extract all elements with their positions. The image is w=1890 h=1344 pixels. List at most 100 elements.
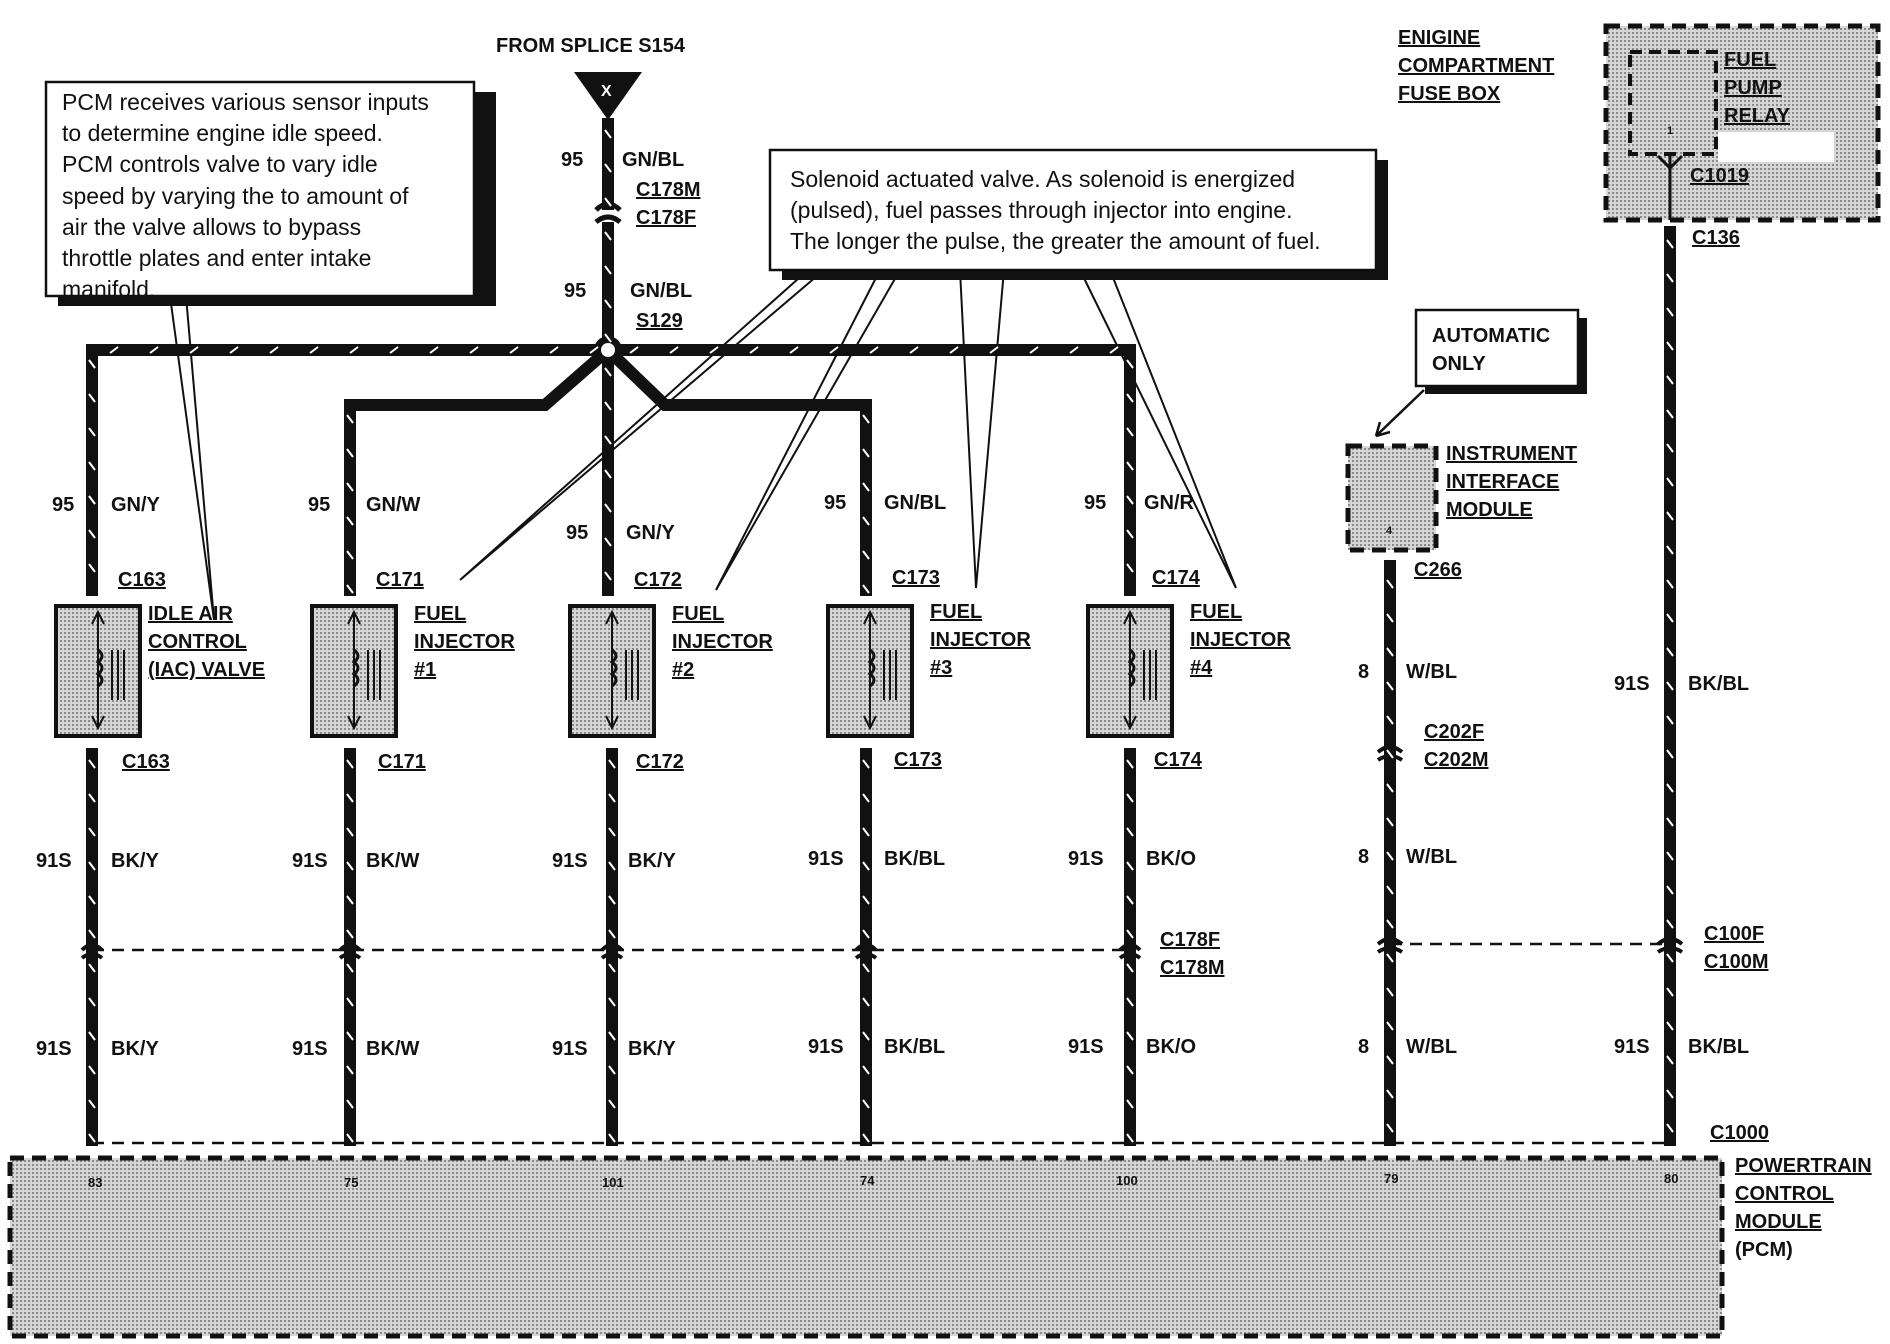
pcm-pin-79: 79 (1384, 1171, 1398, 1186)
iac-name: IDLE AIR CONTROL (IAC) VALVE (148, 603, 265, 681)
splice-s154-terminal (574, 72, 642, 120)
wire-stripes (88, 129, 1674, 1143)
svg-text:ENIGINE: ENIGINE (1398, 27, 1480, 49)
inj4-low-circuit: 91S (1068, 1036, 1104, 1058)
instrument-interface-module-box (1345, 443, 1439, 553)
pcm-pin-100: 100 (1116, 1173, 1138, 1188)
inj2-low-circuit: 91S (552, 1038, 588, 1060)
svg-text:MODULE: MODULE (1446, 499, 1533, 521)
iac-bottom-color: BK/Y (111, 850, 159, 872)
iac-low-color: BK/Y (111, 1038, 159, 1060)
svg-text:#4: #4 (1190, 657, 1213, 679)
c100m-label: C100M (1704, 951, 1768, 973)
inj2-connector-bottom: C172 (636, 751, 684, 773)
inj3-low-circuit: 91S (808, 1036, 844, 1058)
svg-text:speed by varying the to amount: speed by varying the to amount of (62, 183, 409, 209)
inj2-bottom-color: BK/Y (628, 850, 676, 872)
splice-circuit: 95 (564, 280, 586, 302)
svg-text:INJECTOR: INJECTOR (672, 631, 773, 653)
fuel-pump-relay-pin: 1 (1667, 125, 1673, 137)
inj2-low-color: BK/Y (628, 1038, 676, 1060)
svg-text:#3: #3 (930, 657, 952, 679)
c100f-label: C100F (1704, 923, 1764, 945)
iac-top-circuit: 95 (52, 494, 74, 516)
c202f-label: C202F (1424, 721, 1484, 743)
iac-bottom-circuit: 91S (36, 850, 72, 872)
svg-text:CONTROL: CONTROL (148, 631, 247, 653)
pcm-box (7, 1155, 1725, 1339)
pcm-pin-101: 101 (602, 1175, 624, 1190)
inj2-top-circuit: 95 (566, 522, 588, 544)
svg-text:PCM receives various sensor in: PCM receives various sensor inputs (62, 89, 429, 115)
svg-text:The longer the pulse, the grea: The longer the pulse, the greater the am… (790, 228, 1321, 254)
injector3-feed-wire (603, 345, 872, 596)
inj3-bottom-color: BK/BL (884, 848, 945, 870)
svg-text:FUEL: FUEL (672, 603, 724, 625)
inj3-name: FUEL INJECTOR #3 (930, 601, 1031, 679)
automatic-only-box (1414, 308, 1580, 388)
svg-text:(pulsed), fuel passes through: (pulsed), fuel passes through injector i… (790, 197, 1292, 223)
fpr-color: BK/BL (1688, 673, 1749, 695)
svg-text:INTERFACE: INTERFACE (1446, 471, 1559, 493)
fpr-low-color: BK/BL (1688, 1036, 1749, 1058)
inj1-low-circuit: 91S (292, 1038, 328, 1060)
svg-text:to determine engine idle speed: to determine engine idle speed. (62, 120, 383, 146)
fuse-box-outline (1603, 23, 1881, 223)
inj3-low-color: BK/BL (884, 1036, 945, 1058)
pcm-connector-label: C1000 (1710, 1122, 1769, 1144)
c178-inline-marks (80, 943, 1142, 960)
svg-text:INSTRUMENT: INSTRUMENT (1446, 443, 1577, 465)
s129-label: S129 (636, 310, 683, 332)
pcm-pin-74: 74 (860, 1173, 875, 1188)
pcm-pin-83: 83 (88, 1175, 102, 1190)
c202m-label: C202M (1424, 749, 1488, 771)
injector1-feed-wire (344, 345, 612, 596)
svg-text:Solenoid actuated valve. As so: Solenoid actuated valve. As solenoid is … (790, 166, 1295, 192)
c178-connector-mark (594, 201, 622, 225)
c266-label: C266 (1414, 559, 1462, 581)
fuel-injector-3 (826, 604, 914, 738)
iac-connector-bottom: C163 (122, 751, 170, 773)
solenoid-note-text: Solenoid actuated valve. As solenoid is … (790, 166, 1321, 254)
iim-pin: 4 (1386, 525, 1393, 537)
fuel-pump-relay-name: FUEL PUMP RELAY (1724, 49, 1791, 127)
c178f-label: C178F (636, 207, 696, 229)
inj1-name: FUEL INJECTOR #1 (414, 603, 515, 681)
solenoid-note-box (768, 148, 1378, 272)
c136-label: C136 (1692, 227, 1740, 249)
fuel-pump-relay-box (1628, 50, 1718, 156)
inj3-top-circuit: 95 (824, 492, 846, 514)
iac-low-circuit: 91S (36, 1038, 72, 1060)
pcm-note-text: PCM receives various sensor inputs to de… (62, 89, 429, 302)
automatic-only-pointer (1374, 389, 1425, 438)
svg-text:INJECTOR: INJECTOR (414, 631, 515, 653)
c178m-inline-label: C178M (1160, 957, 1224, 979)
fuel-injector-2 (568, 604, 656, 738)
iim-color3: W/BL (1406, 1036, 1457, 1058)
pcm-name-2: CONTROL (1735, 1183, 1834, 1205)
iim-circuit: 8 (1358, 661, 1369, 683)
svg-text:INJECTOR: INJECTOR (1190, 629, 1291, 651)
inj1-bottom-circuit: 91S (292, 850, 328, 872)
c178f-inline-label: C178F (1160, 929, 1220, 951)
c1019-label: C1019 (1690, 165, 1749, 187)
pcm-name-4: (PCM) (1735, 1239, 1793, 1261)
iim-color2: W/BL (1406, 846, 1457, 868)
iim-circuit2: 8 (1358, 846, 1369, 868)
fuse-box-name: ENIGINE COMPARTMENT FUSE BOX (1398, 27, 1554, 105)
iim-circuit3: 8 (1358, 1036, 1369, 1058)
svg-text:#1: #1 (414, 659, 436, 681)
iac-top-color: GN/Y (111, 494, 161, 516)
inj1-connector-bottom: C171 (378, 751, 426, 773)
iim-color: W/BL (1406, 661, 1457, 683)
inj4-bottom-color: BK/O (1146, 848, 1196, 870)
source-title: FROM SPLICE S154 (496, 35, 686, 57)
fpr-circuit: 91S (1614, 673, 1650, 695)
svg-text:FUEL: FUEL (1724, 49, 1776, 71)
inj1-connector-top: C171 (376, 569, 424, 591)
inj1-top-circuit: 95 (308, 494, 330, 516)
inj4-top-circuit: 95 (1084, 492, 1106, 514)
inj1-low-color: BK/W (366, 1038, 419, 1060)
source-circuit: 95 (561, 149, 583, 171)
inj1-bottom-color: BK/W (366, 850, 419, 872)
